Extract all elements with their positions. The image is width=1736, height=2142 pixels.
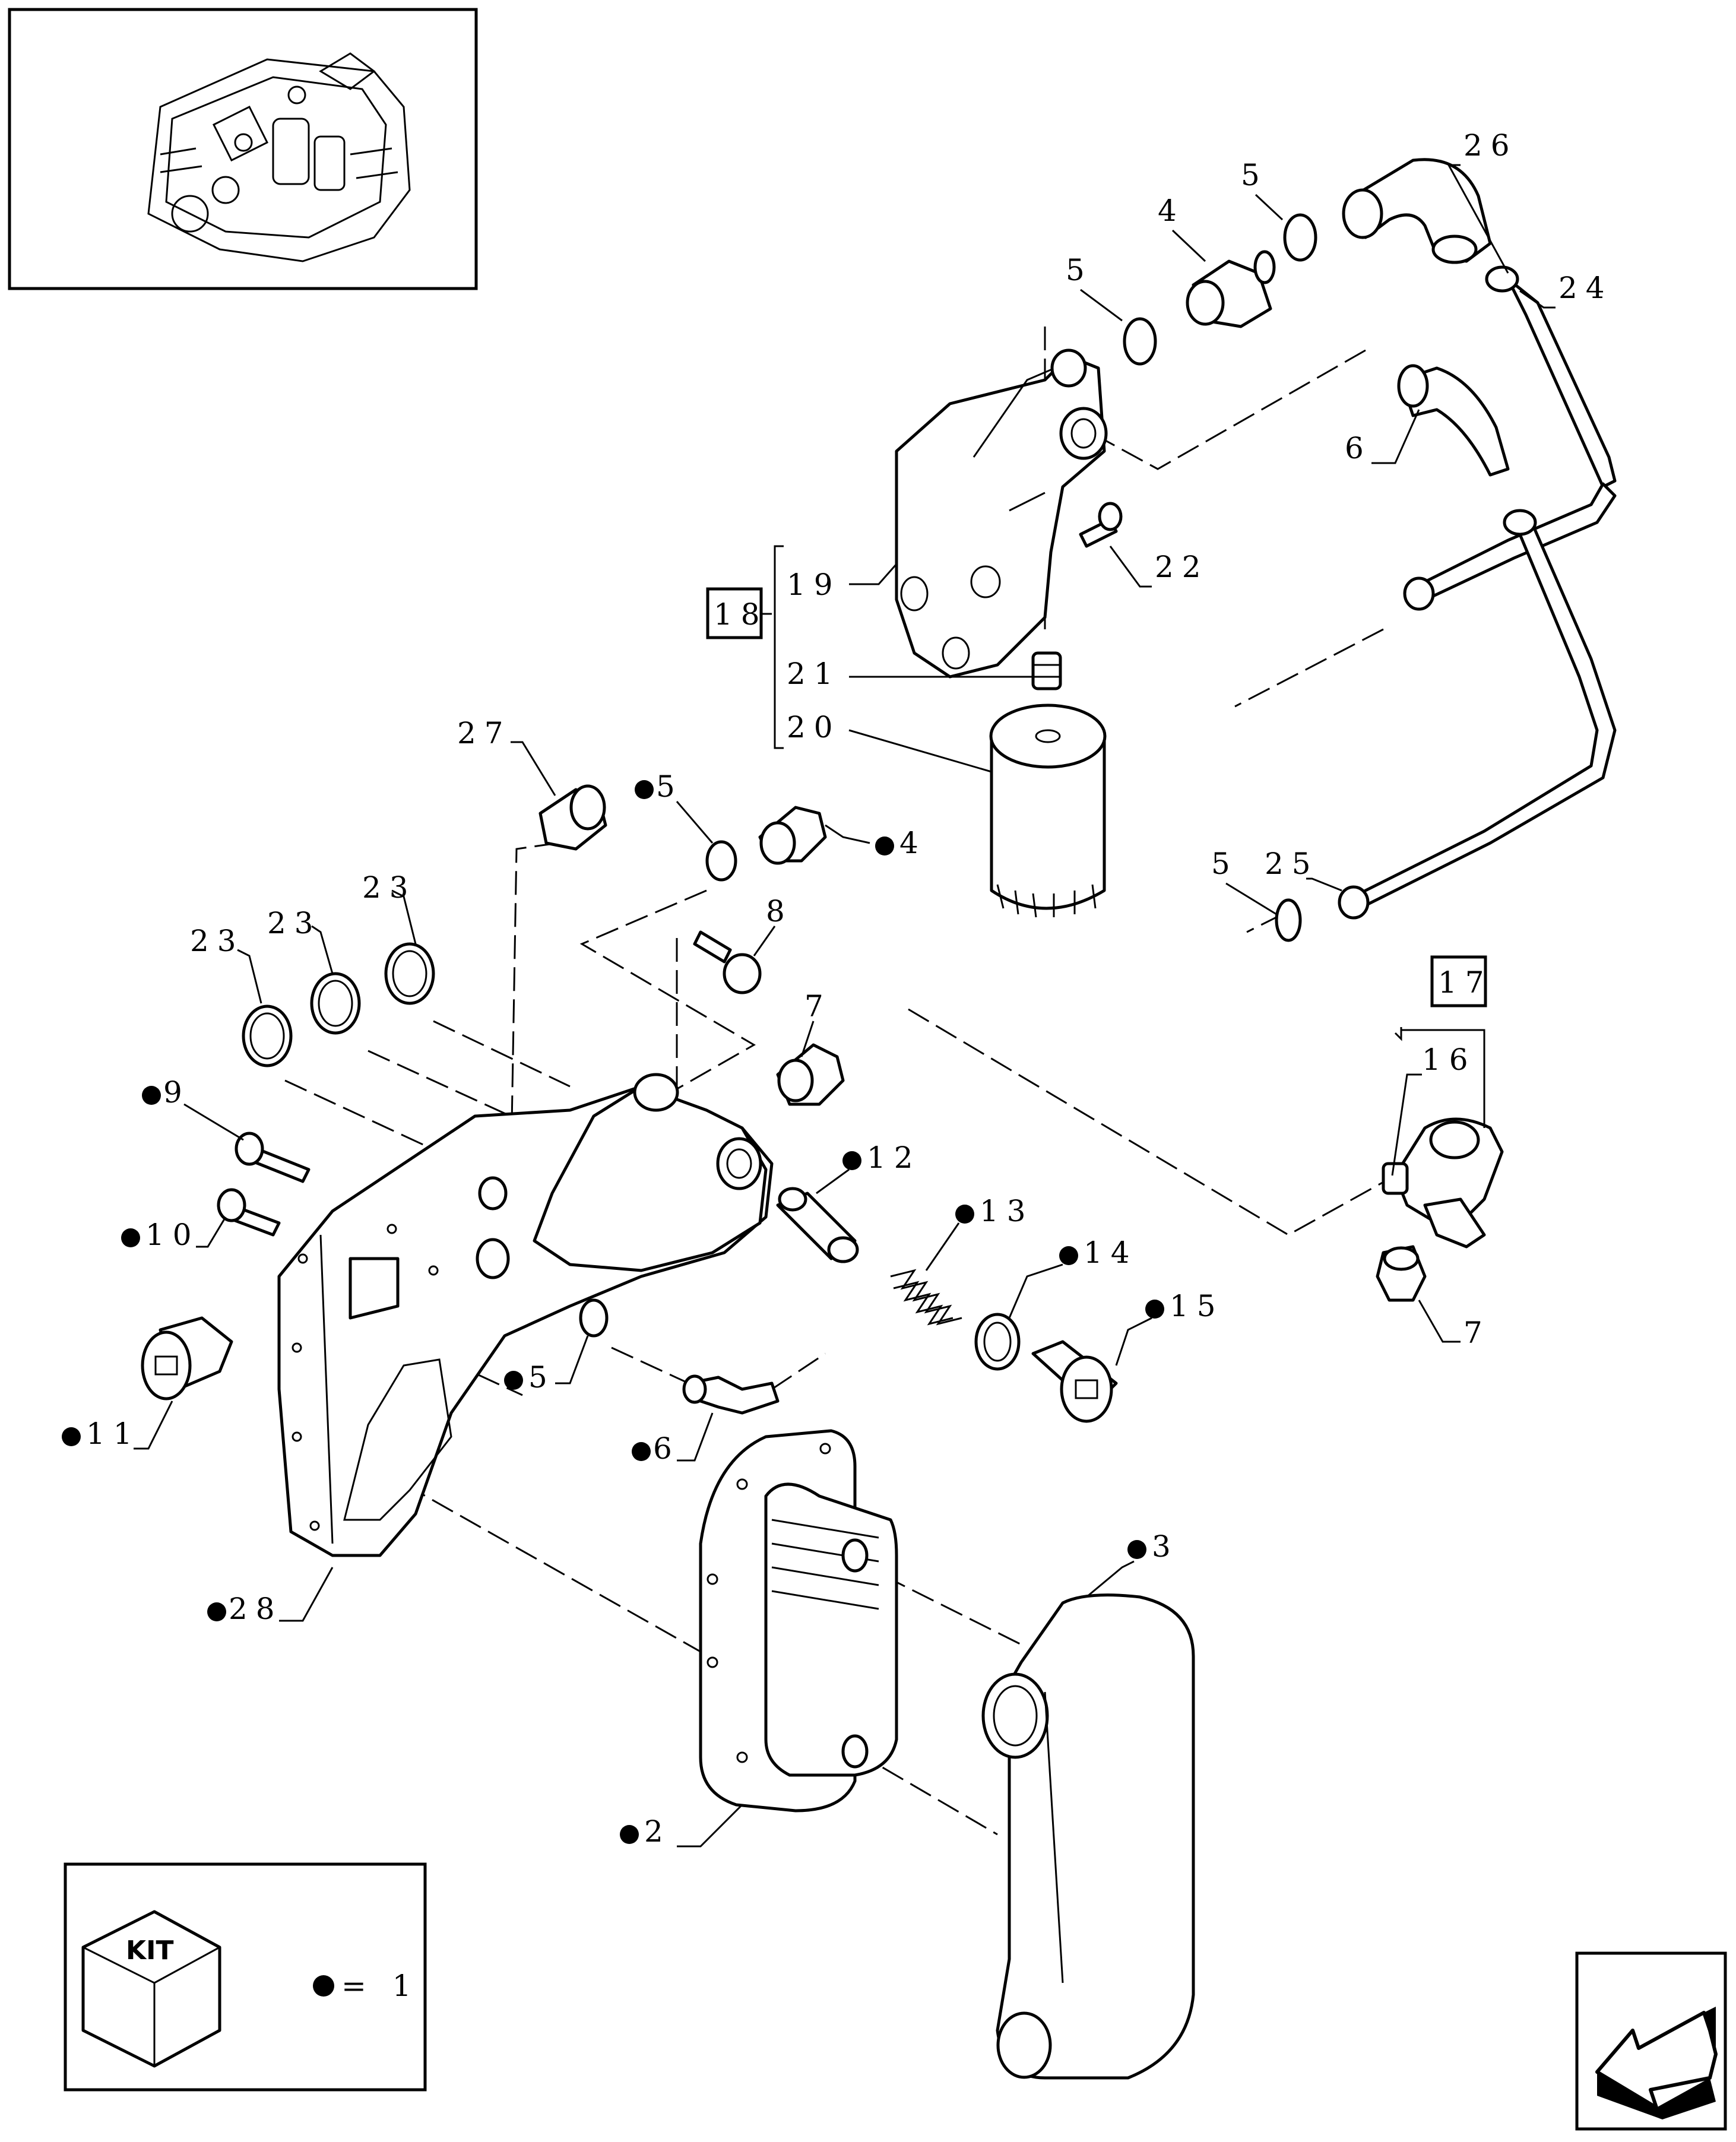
screw-part-9 bbox=[235, 1132, 311, 1183]
callouts: 26 5 4 5 24 6 22 18 19 21 20 27 5 4 bbox=[62, 128, 1613, 1849]
elbow-part-6-low bbox=[682, 1374, 780, 1415]
fitting-part-4-mid bbox=[758, 806, 827, 865]
callout-28: 28 bbox=[229, 1592, 283, 1626]
o-ring-part-5-e bbox=[579, 1298, 609, 1338]
kit-label: KIT bbox=[126, 1935, 173, 1966]
callout-10: 10 bbox=[145, 1218, 200, 1252]
filter-head-part-19 bbox=[895, 348, 1108, 679]
fitting-part-7-mid bbox=[776, 1043, 845, 1106]
bolt-part-22 bbox=[1079, 502, 1123, 548]
callout-4-b: 4 bbox=[899, 826, 927, 860]
fitting-part-16 bbox=[1382, 1117, 1504, 1249]
spring-part-13 bbox=[890, 1269, 962, 1326]
callout-14: 14 bbox=[1084, 1235, 1138, 1270]
support-housing-part-28 bbox=[277, 1073, 774, 1557]
callout-11: 11 bbox=[86, 1417, 141, 1451]
o-ring-part-5-c bbox=[1275, 898, 1302, 942]
callout-25: 25 bbox=[1265, 847, 1319, 881]
callout-5-a: 5 bbox=[1241, 158, 1268, 192]
kit-box-icon bbox=[81, 1910, 221, 2068]
callout-5-b: 5 bbox=[1066, 253, 1093, 287]
plug-part-11 bbox=[141, 1316, 233, 1400]
kit-legend: KIT = 1 bbox=[64, 1862, 427, 2092]
fitting-part-7-right bbox=[1376, 1245, 1427, 1302]
plug-part-15 bbox=[1031, 1340, 1118, 1423]
kit-equals-text: = 1 bbox=[341, 1969, 420, 2003]
callout-13: 13 bbox=[980, 1194, 1034, 1228]
callout-8: 8 bbox=[766, 894, 793, 929]
pipe-part-24 bbox=[1338, 265, 1617, 920]
callout-21: 21 bbox=[787, 657, 841, 691]
callout-9: 9 bbox=[163, 1075, 191, 1110]
callout-5-c: 5 bbox=[1211, 847, 1238, 881]
oil-filter-part-20 bbox=[989, 704, 1107, 918]
callout-23-c: 23 bbox=[190, 924, 245, 958]
callout-16: 16 bbox=[1422, 1043, 1477, 1077]
fitting-part-6-top bbox=[1397, 364, 1510, 477]
elbow-part-26 bbox=[1342, 158, 1492, 264]
heat-exchanger-part-2 bbox=[699, 1429, 898, 1813]
cover-part-3 bbox=[981, 1593, 1195, 2080]
screw-part-10 bbox=[217, 1188, 281, 1237]
callout-12: 12 bbox=[867, 1140, 921, 1175]
o-ring-part-5-a bbox=[1123, 317, 1157, 366]
nipple-part-21 bbox=[1031, 651, 1062, 690]
o-ring-part-5-b bbox=[1283, 213, 1317, 262]
callout-2: 2 bbox=[644, 1814, 671, 1849]
callout-20: 20 bbox=[787, 710, 841, 744]
callout-7-b: 7 bbox=[1463, 1316, 1491, 1350]
callout-18: 18 bbox=[714, 597, 768, 632]
callout-17-box: 17 bbox=[1394, 955, 1493, 1128]
callout-4-a: 4 bbox=[1158, 194, 1185, 228]
callout-23-a: 23 bbox=[362, 870, 417, 905]
callout-18-box: 18 bbox=[706, 545, 784, 749]
callout-6-b: 6 bbox=[653, 1431, 680, 1466]
callout-5-e: 5 bbox=[528, 1360, 556, 1395]
engine-thumbnail-icon bbox=[8, 8, 478, 290]
fitting-part-4-top bbox=[1186, 250, 1276, 328]
callout-17: 17 bbox=[1438, 965, 1493, 1000]
callout-26: 26 bbox=[1463, 128, 1518, 163]
ring-part-14 bbox=[974, 1313, 1021, 1371]
callout-22: 22 bbox=[1155, 550, 1209, 584]
back-arrow-icon[interactable] bbox=[1575, 1951, 1727, 2131]
callout-3: 3 bbox=[1152, 1529, 1179, 1564]
callout-5-d: 5 bbox=[656, 769, 683, 804]
callout-27: 27 bbox=[457, 716, 512, 750]
callout-7-a: 7 bbox=[804, 989, 832, 1024]
callout-19: 19 bbox=[787, 568, 841, 602]
o-ring-part-5-d bbox=[705, 840, 737, 882]
valve-part-12 bbox=[776, 1187, 859, 1263]
bolt-part-8 bbox=[693, 930, 762, 994]
callout-6-a: 6 bbox=[1345, 431, 1372, 465]
callout-15: 15 bbox=[1170, 1289, 1224, 1323]
plug-part-27 bbox=[538, 784, 607, 851]
callout-23-b: 23 bbox=[267, 906, 322, 940]
callout-24: 24 bbox=[1558, 271, 1613, 305]
